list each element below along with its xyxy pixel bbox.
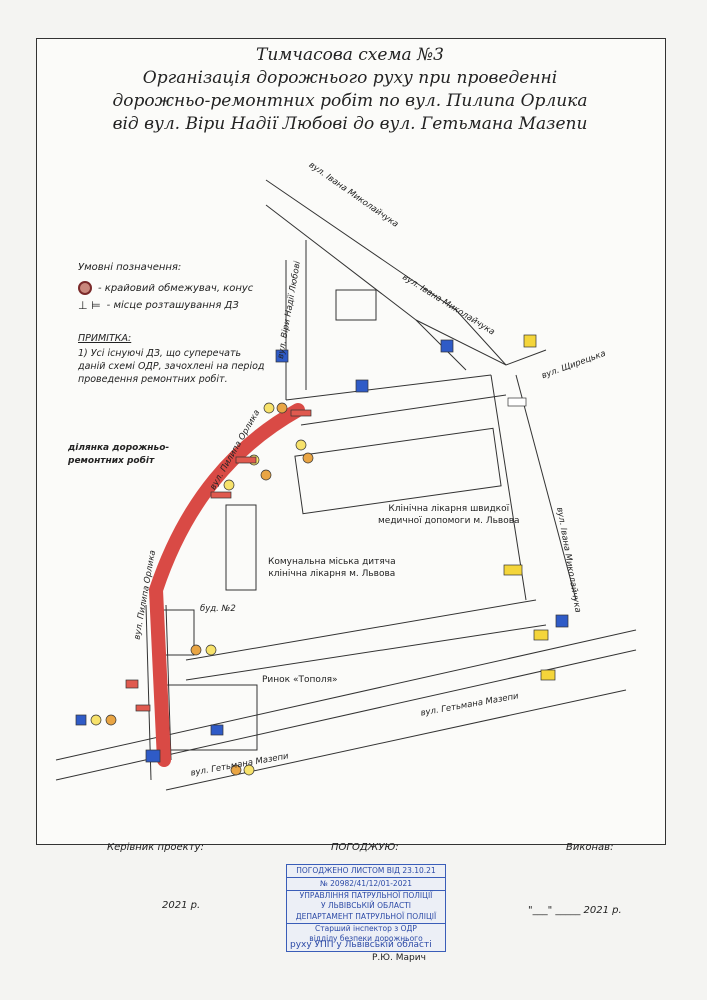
page-title: Тимчасова схема №3 Організація дорожньог… [36, 44, 664, 136]
hospital-label-line-2: медичної допомоги м. Львова [378, 516, 520, 526]
work-area-label: ділянка дорожньо- ремонтних робіт [68, 442, 169, 468]
cone-icon [78, 281, 92, 295]
child-hospital-label: Комунальна міська дитяча клінічна лікарн… [268, 556, 396, 580]
work-area-line-1: ділянка дорожньо- [68, 443, 170, 453]
work-zone-path [148, 403, 305, 767]
customer-label: Керівник проекту: [107, 842, 204, 853]
legend-row-sign: ⊥ ⊨ - місце розташування ДЗ [78, 299, 268, 312]
stamp-line-7: відділу безпеки дорожнього [309, 934, 423, 943]
hospital-label: Клінічна лікарня швидкої медичної допомо… [378, 503, 520, 527]
title-line-2: Організація дорожнього руху при проведен… [142, 68, 558, 88]
market-label: Ринок «Тополя» [262, 675, 338, 685]
legend-cone-label: - крайовий обмежувач, конус [98, 282, 254, 294]
title-line-1: Тимчасова схема №3 [256, 45, 444, 65]
date-right: "___" _____ 2021 р. [528, 905, 622, 916]
traffic-signs [75, 334, 569, 776]
sign-post-icon: ⊥ ⊨ [78, 299, 101, 312]
title-line-3: дорожньо-ремонтних робіт по вул. Пилипа … [112, 91, 588, 111]
legend-row-cone: - крайовий обмежувач, конус [78, 281, 268, 295]
work-area-line-2: ремонтних робіт [68, 456, 155, 466]
child-hospital-label-line-2: клінічна лікарня м. Львова [268, 569, 396, 579]
signer-name: Р.Ю. Марич [372, 953, 426, 963]
building-number-label: буд. №2 [200, 604, 236, 614]
stamp-line-8: руху УПП у Львівській області [290, 940, 432, 950]
approval-stamp: ПОГОДЖЕНО ЛИСТОМ ВІД 23.10.21 № 20982/41… [286, 864, 446, 952]
child-hospital-label-line-1: Комунальна міська дитяча [268, 557, 396, 567]
stamp-line-3: УПРАВЛІННЯ ПАТРУЛЬНОЇ ПОЛІЦІЇ [299, 891, 433, 900]
note-heading: ПРИМІТКА: [78, 333, 132, 344]
legend-sign-label: - місце розташування ДЗ [106, 300, 239, 311]
approval-label: ПОГОДЖУЮ: [331, 842, 399, 853]
street-line [265, 179, 507, 366]
note-text: 1) Усі існуючі ДЗ, що суперечать даній с… [78, 348, 265, 385]
stamp-line-2: № 20982/41/12/01-2021 [287, 878, 445, 891]
stamp-line-4: У ЛЬВІВСЬКІЙ ОБЛАСТІ [320, 901, 411, 910]
note-block: ПРИМІТКА: 1) Усі існуючі ДЗ, що супереча… [78, 332, 268, 386]
stamp-line-1: ПОГОДЖЕНО ЛИСТОМ ВІД 23.10.21 [287, 865, 445, 878]
legend-heading: Умовні позначення: [78, 262, 182, 273]
road-scheme-map [55, 179, 637, 791]
title-line-4: від вул. Віри Надії Любові до вул. Гетьм… [112, 114, 588, 134]
hospital-label-line-1: Клінічна лікарня швидкої [388, 504, 510, 514]
stamp-line-5: ДЕПАРТАМЕНТ ПАТРУЛЬНОЇ ПОЛІЦІЇ [287, 911, 445, 924]
executor-label: Виконав: [566, 842, 614, 853]
legend: Умовні позначення: - крайовий обмежувач,… [78, 262, 268, 316]
stamp-line-6: Старший інспектор з ОДР [315, 924, 417, 933]
date-left: 2021 р. [162, 900, 201, 911]
